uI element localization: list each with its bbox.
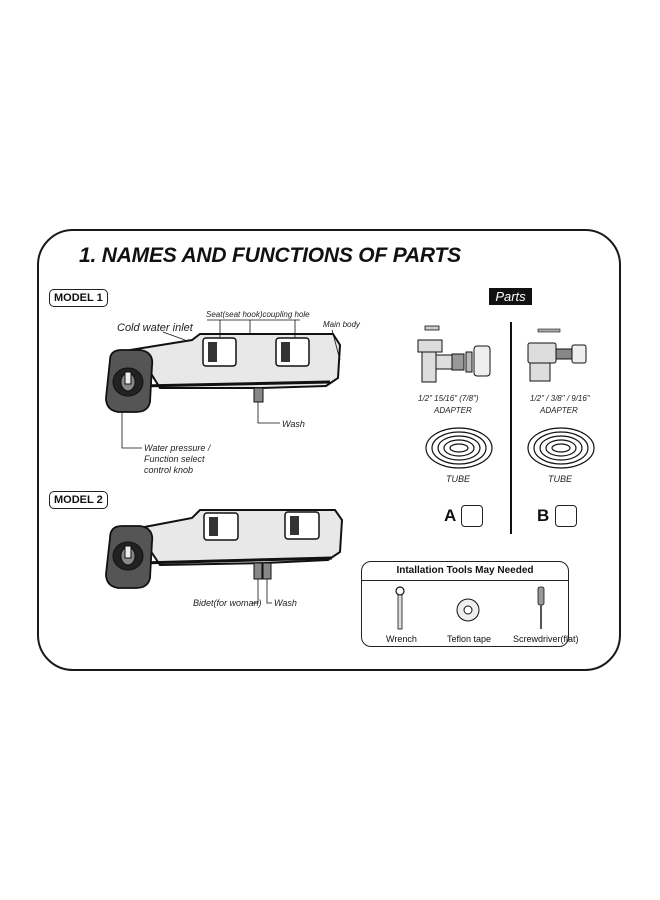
adapter-a-sizes: 1/2" 15/16" (7/8") (418, 394, 479, 403)
tape-label: Teflon tape (447, 634, 492, 644)
bidet-label: Bidet(for woman) (193, 598, 262, 608)
part-a-letter: A (444, 506, 457, 525)
part-b-checkbox[interactable] (555, 505, 577, 527)
part-b-letter: B (537, 506, 550, 525)
part-a-checkbox[interactable] (461, 505, 483, 527)
adapter-a-label: ADAPTER (434, 406, 472, 415)
screwdriver-label: Screwdriver(flat) (513, 634, 579, 644)
wash-label-model-1: Wash (282, 419, 305, 429)
adapter-b-sizes: 1/2" / 3/8" / 9/16" (530, 394, 590, 403)
adapter-b-label: ADAPTER (540, 406, 578, 415)
cold-water-inlet-label: Cold water inlet (117, 322, 193, 334)
model-1-tag: MODEL 1 (49, 289, 108, 307)
seat-hook-label: Seat(seat hook)coupling hole (206, 310, 310, 319)
main-body-label: Main body (323, 320, 360, 329)
tools-box: Intallation Tools May Needed (361, 561, 569, 647)
model-2-tag: MODEL 2 (49, 491, 108, 509)
wash-label-model-2: Wash (274, 598, 297, 608)
parts-tag: Parts (489, 288, 532, 305)
tube-a-label: TUBE (446, 474, 471, 484)
tools-title: Intallation Tools May Needed (362, 562, 568, 581)
manual-frame (37, 229, 621, 671)
control-knob-label: Water pressure / Function select control… (144, 443, 211, 475)
wrench-label: Wrench (386, 634, 417, 644)
tube-b-label: TUBE (548, 474, 573, 484)
page-title: 1. NAMES AND FUNCTIONS OF PARTS (79, 244, 461, 267)
